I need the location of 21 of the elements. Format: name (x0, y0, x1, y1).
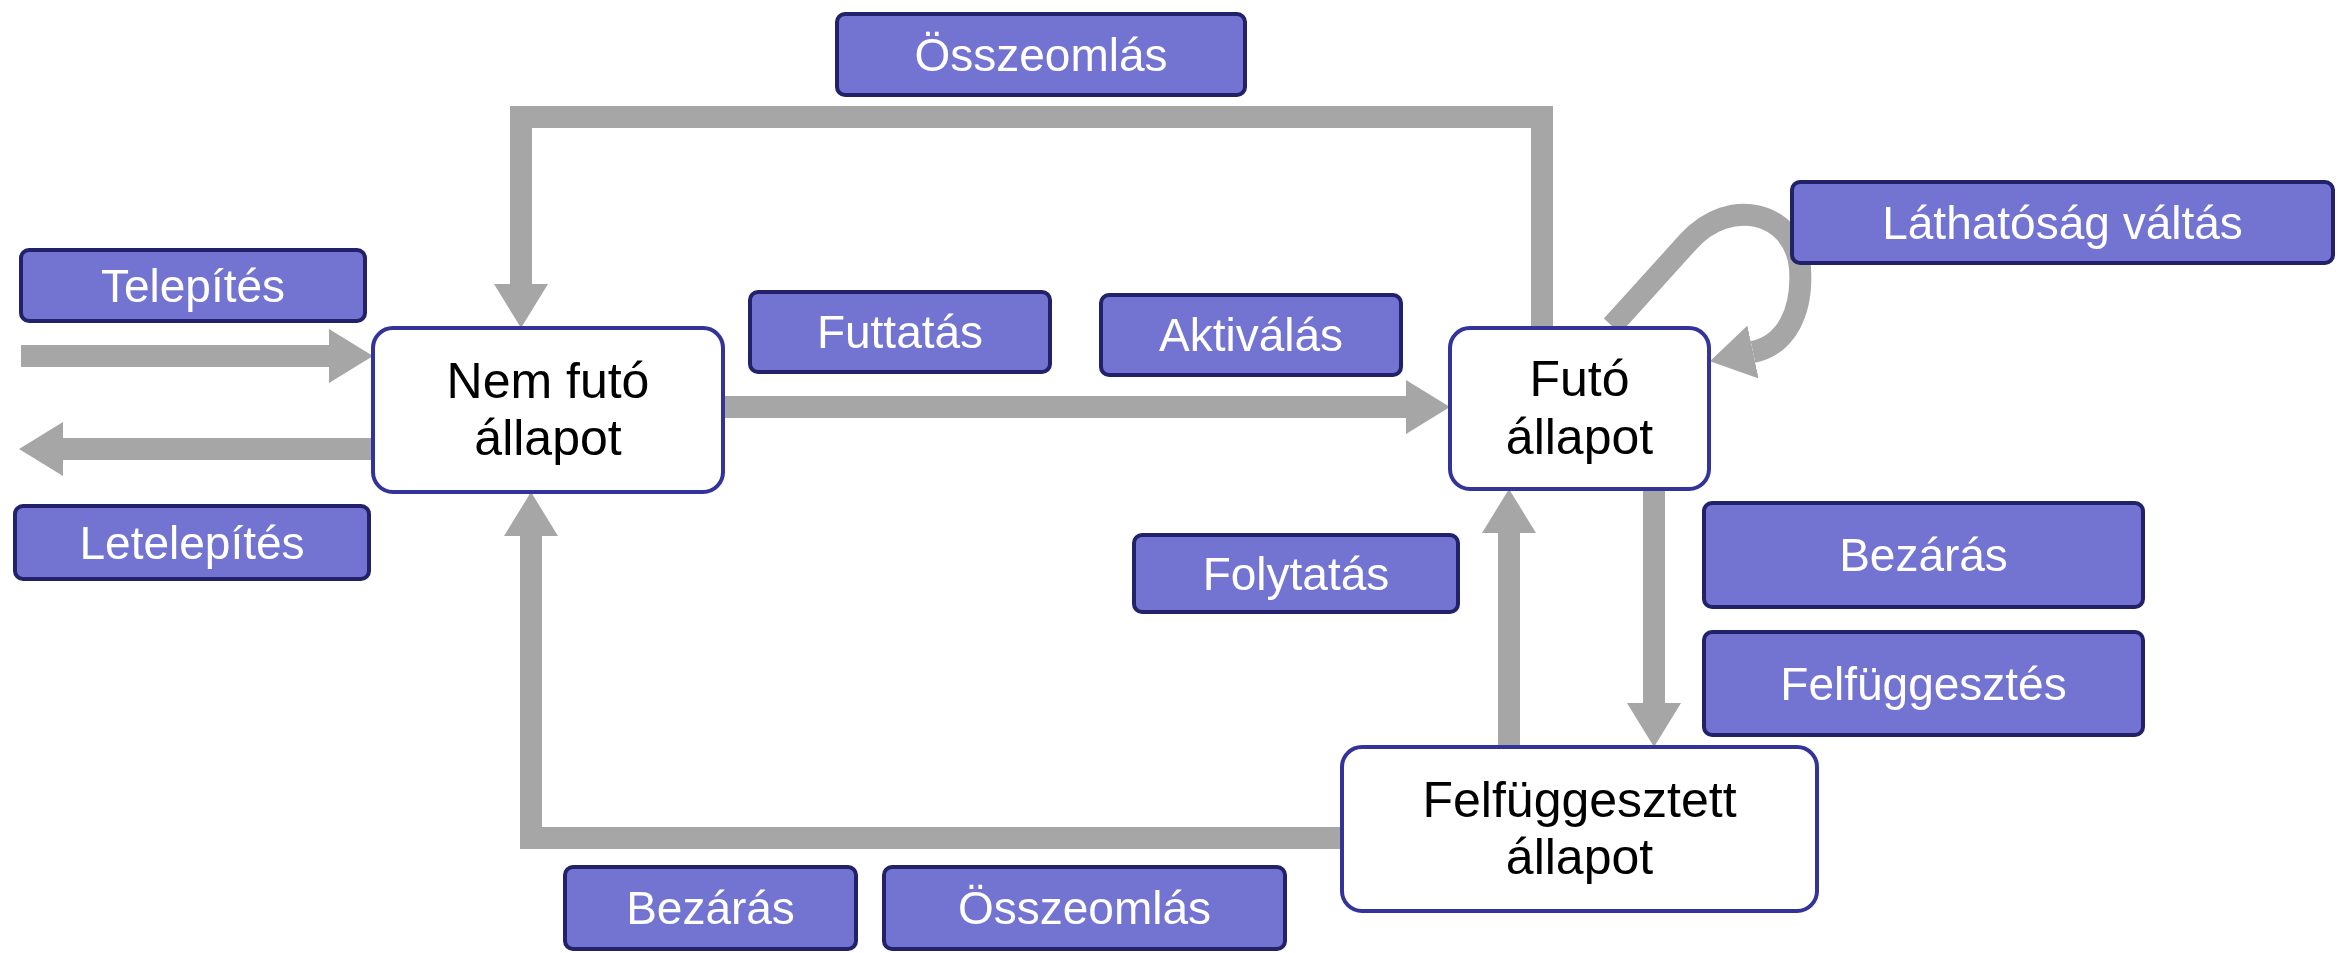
action-label: Bezárás (563, 865, 858, 951)
state-box: Nem futó állapot (371, 326, 725, 494)
arrow (1627, 491, 1681, 747)
action-label: Aktiválás (1099, 293, 1403, 377)
action-label: Felfüggesztés (1702, 630, 2145, 737)
action-label: Összeomlás (882, 865, 1287, 951)
action-label: Bezárás (1702, 501, 2145, 609)
action-label: Telepítés (19, 248, 367, 323)
arrow (725, 380, 1450, 434)
action-label: Letelepítés (13, 504, 371, 581)
action-label: Láthatóság váltás (1790, 180, 2335, 265)
arrow (1482, 489, 1536, 745)
action-label: Futtatás (748, 290, 1052, 374)
arrow (21, 329, 373, 383)
state-box: Futó állapot (1448, 326, 1711, 491)
action-label: Összeomlás (835, 12, 1247, 97)
arrow (504, 492, 1340, 849)
action-label: Folytatás (1132, 533, 1460, 614)
state-box: Felfüggesztett állapot (1340, 745, 1819, 913)
arrow (19, 422, 371, 476)
arrow (494, 106, 1553, 328)
